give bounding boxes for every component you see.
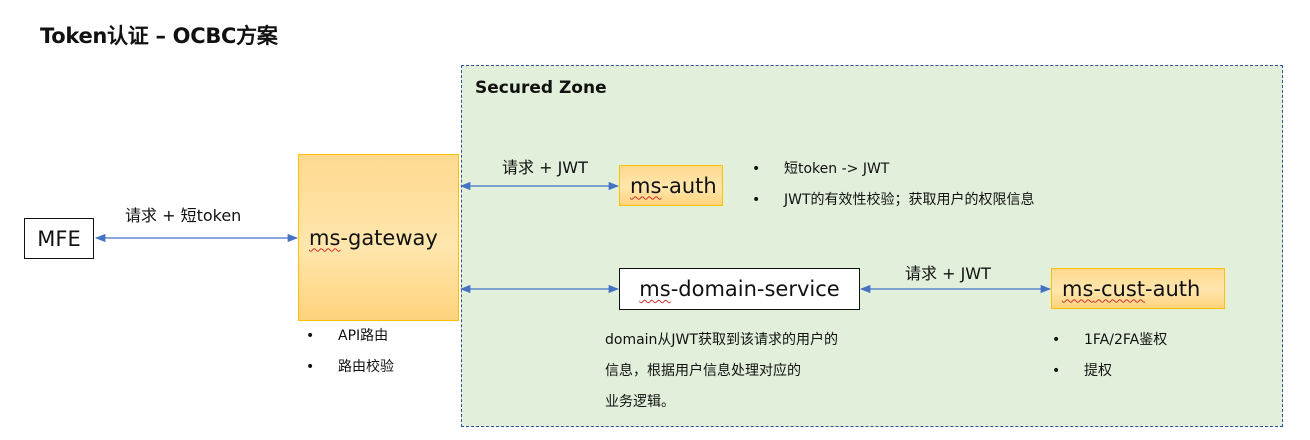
auth-notes: • 短token -> JWT • JWT的有效性校验；获取用户的权限信息 — [752, 154, 1035, 216]
cust-auth-notes: • 1FA/2FA鉴权 • 提权 — [1052, 325, 1167, 387]
node-ms-gateway[interactable]: ms-gateway — [298, 154, 459, 321]
node-ms-domain-service-prefix: ms — [639, 277, 671, 301]
node-mfe-label: MFE — [37, 226, 81, 251]
node-ms-domain-service[interactable]: ms-domain-service — [619, 268, 860, 310]
edge-label-gateway-auth: 请求 + JWT — [502, 158, 588, 177]
node-ms-gateway-suffix: -gateway — [340, 225, 438, 250]
secured-zone — [461, 65, 1283, 427]
bullet-icon: • — [752, 161, 761, 177]
edge-label-mfe-gateway: 请求 + 短token — [125, 206, 242, 225]
cust-auth-note-text: 提权 — [1084, 363, 1112, 379]
bullet-icon: • — [306, 328, 315, 344]
edge-label-domain-cust: 请求 + JWT — [905, 264, 991, 283]
auth-note-text: JWT的有效性校验；获取用户的权限信息 — [784, 192, 1035, 208]
auth-note-text: 短token -> JWT — [784, 161, 890, 177]
gateway-note: • API路由 — [306, 321, 394, 352]
auth-note: • JWT的有效性校验；获取用户的权限信息 — [752, 185, 1035, 216]
gateway-note-text: API路由 — [338, 328, 389, 344]
gateway-note: • 路由校验 — [306, 352, 394, 383]
bullet-icon: • — [1052, 363, 1061, 379]
domain-description-line: 信息，根据用户信息处理对应的 — [605, 363, 801, 379]
node-ms-cust-auth-middle: -cust — [1093, 276, 1146, 301]
bullet-icon: • — [306, 359, 315, 375]
node-ms-cust-auth-prefix: ms — [1062, 276, 1094, 301]
node-ms-auth-prefix: ms — [630, 173, 662, 198]
cust-auth-note-text: 1FA/2FA鉴权 — [1084, 332, 1168, 348]
domain-description-line: 业务逻辑。 — [605, 394, 675, 410]
cust-auth-note: • 提权 — [1052, 356, 1167, 387]
node-ms-auth-suffix: -auth — [661, 173, 717, 198]
diagram-title: Token认证 – OCBC方案 — [40, 24, 278, 48]
gateway-note-text: 路由校验 — [338, 359, 394, 375]
node-ms-gateway-prefix: ms — [309, 225, 341, 250]
secured-zone-label: Secured Zone — [475, 78, 607, 98]
gateway-notes: • API路由 • 路由校验 — [306, 321, 394, 383]
node-ms-cust-auth-suffix: -auth — [1145, 276, 1201, 301]
node-ms-auth[interactable]: ms-auth — [619, 165, 723, 206]
node-mfe[interactable]: MFE — [24, 218, 94, 259]
node-ms-cust-auth[interactable]: ms-cust-auth — [1051, 268, 1225, 309]
node-ms-domain-service-suffix: -domain-service — [670, 277, 840, 301]
domain-description-line: domain从JWT获取到该请求的用户的 — [605, 332, 838, 348]
cust-auth-note: • 1FA/2FA鉴权 — [1052, 325, 1167, 356]
auth-note: • 短token -> JWT — [752, 154, 1035, 185]
domain-description: domain从JWT获取到该请求的用户的 信息，根据用户信息处理对应的 业务逻辑… — [605, 325, 838, 418]
bullet-icon: • — [1052, 332, 1061, 348]
bullet-icon: • — [752, 192, 761, 208]
